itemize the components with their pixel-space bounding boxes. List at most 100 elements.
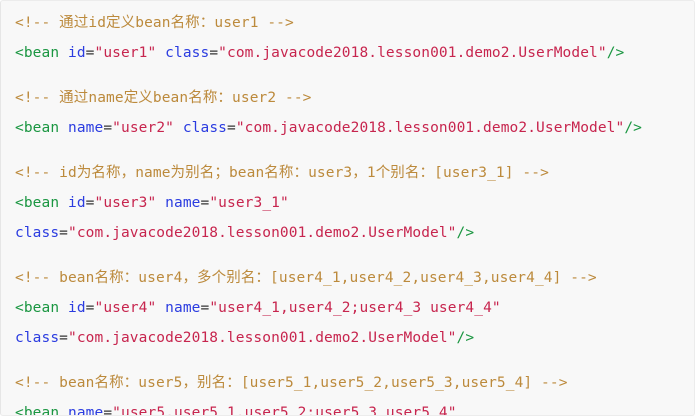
code-token: = bbox=[103, 120, 113, 136]
code-token: bean bbox=[228, 165, 265, 181]
code-token: user5 bbox=[138, 375, 183, 391]
code-token: "user3_1" bbox=[209, 195, 289, 211]
code-token: = bbox=[209, 45, 219, 61]
code-token: user3 bbox=[308, 165, 353, 181]
code-token-cjk: 名称： bbox=[94, 270, 139, 286]
code-token: <bean bbox=[15, 405, 60, 416]
code-token: "user2" bbox=[112, 120, 174, 136]
code-token: id bbox=[88, 15, 107, 31]
code-token: = bbox=[85, 300, 95, 316]
code-token bbox=[59, 405, 68, 415]
code-line: <!-- bean名称：user4，多个别名：[user4_1,user4_2,… bbox=[15, 263, 694, 293]
code-token: <bean bbox=[15, 45, 60, 61]
code-line: <bean id="user3" name="user3_1" bbox=[15, 188, 694, 218]
code-token bbox=[174, 120, 183, 136]
code-token: class bbox=[182, 120, 227, 136]
code-token: <!-- bean bbox=[15, 375, 95, 391]
code-token bbox=[156, 300, 165, 316]
code-token: name bbox=[88, 90, 124, 106]
code-token: "user4_1,user4_2;user4_3 user4_4" bbox=[209, 300, 501, 316]
code-token: [user4_1,user4_2,user4_3,user4_4] --> bbox=[270, 270, 597, 286]
code-token: <!-- bbox=[15, 90, 60, 106]
code-token bbox=[156, 45, 165, 61]
code-token: = bbox=[85, 195, 95, 211]
code-token: user1 --> bbox=[214, 15, 294, 31]
code-line: <bean name="user5,user5_1,user5_2;user5_… bbox=[15, 398, 694, 416]
code-token bbox=[59, 195, 68, 211]
code-token: = bbox=[59, 330, 68, 346]
code-token: [user5_1,user5_2,user5_3,user5_4] --> bbox=[240, 375, 568, 391]
code-token bbox=[59, 120, 68, 136]
code-token: "user4" bbox=[94, 300, 157, 316]
code-token: 1 bbox=[366, 165, 376, 181]
code-token: class bbox=[15, 225, 60, 241]
code-token: bean bbox=[135, 15, 171, 31]
code-token: class bbox=[165, 45, 210, 61]
code-line-blank bbox=[15, 143, 694, 158]
code-token: /> bbox=[456, 225, 475, 241]
code-token: [user3_1] --> bbox=[434, 165, 549, 181]
code-token: /> bbox=[606, 45, 625, 61]
code-token-cjk: ，别名： bbox=[182, 375, 241, 391]
code-token bbox=[156, 195, 165, 211]
code-token: name bbox=[135, 165, 171, 181]
code-token: "user1" bbox=[94, 45, 157, 61]
code-token: <bean bbox=[15, 300, 60, 316]
code-token: id bbox=[68, 300, 86, 316]
code-token: "com.javacode2018.lesson001.demo2.UserMo… bbox=[68, 225, 457, 241]
code-line: <!-- 通过name定义bean名称：user2 --> bbox=[15, 83, 694, 113]
code-token: name bbox=[165, 300, 201, 316]
code-token: "com.javacode2018.lesson001.demo2.UserMo… bbox=[235, 120, 625, 136]
code-token: user4 bbox=[138, 270, 183, 286]
code-token: <!-- bean bbox=[15, 270, 95, 286]
code-line: class="com.javacode2018.lesson001.demo2.… bbox=[15, 323, 694, 353]
code-token: "com.javacode2018.lesson001.demo2.UserMo… bbox=[68, 330, 457, 346]
code-token-cjk: 为名称， bbox=[76, 165, 136, 181]
code-token: = bbox=[59, 225, 68, 241]
code-token: "user5,user5_1,user5_2;user5_3 user5_4" bbox=[112, 405, 457, 416]
code-token-cjk: 定义 bbox=[123, 90, 153, 106]
code-token: <bean bbox=[15, 120, 60, 136]
code-token: <!-- id bbox=[15, 165, 77, 181]
code-token-cjk: 为别名； bbox=[170, 165, 229, 181]
code-token-cjk: 名称： bbox=[264, 165, 309, 181]
code-token: = bbox=[85, 45, 95, 61]
code-line: <bean name="user2" class="com.javacode20… bbox=[15, 113, 694, 143]
code-token: = bbox=[200, 300, 210, 316]
code-token-cjk: 定义 bbox=[106, 15, 136, 31]
code-line-blank bbox=[15, 68, 694, 83]
code-token: = bbox=[226, 120, 236, 136]
code-token: id bbox=[68, 45, 86, 61]
code-token bbox=[59, 45, 68, 61]
code-listing: <!-- 通过id定义bean名称：user1 --><bean id="use… bbox=[15, 8, 694, 416]
code-token: id bbox=[68, 195, 86, 211]
code-token-cjk: 名称： bbox=[170, 15, 215, 31]
code-line: <!-- id为名称，name为别名；bean名称：user3，1个别名：[us… bbox=[15, 158, 694, 188]
code-token: = bbox=[200, 195, 210, 211]
code-token bbox=[59, 300, 68, 316]
code-token-cjk: ，多个别名： bbox=[182, 270, 271, 286]
code-token-cjk: 个别名： bbox=[375, 165, 435, 181]
code-token: class bbox=[15, 330, 60, 346]
code-token: "com.javacode2018.lesson001.demo2.UserMo… bbox=[218, 45, 607, 61]
code-token-cjk: 通过 bbox=[59, 90, 89, 106]
code-token: /> bbox=[624, 120, 643, 136]
code-token: /> bbox=[456, 330, 475, 346]
code-line: <!-- 通过id定义bean名称：user1 --> bbox=[15, 8, 694, 38]
code-token-cjk: ， bbox=[352, 165, 367, 181]
code-token: = bbox=[103, 405, 113, 416]
code-line: class="com.javacode2018.lesson001.demo2.… bbox=[15, 218, 694, 248]
code-token: <bean bbox=[15, 195, 60, 211]
code-line: <!-- bean名称：user5，别名：[user5_1,user5_2,us… bbox=[15, 368, 694, 398]
code-line-blank bbox=[15, 353, 694, 368]
code-token: name bbox=[68, 405, 104, 416]
code-token-cjk: 名称： bbox=[188, 90, 233, 106]
code-token-cjk: 名称： bbox=[94, 375, 139, 391]
code-token: bean bbox=[152, 90, 189, 106]
code-token: name bbox=[68, 120, 104, 136]
code-token: user2 --> bbox=[232, 90, 312, 106]
code-line-blank bbox=[15, 248, 694, 263]
code-token: "user3" bbox=[94, 195, 157, 211]
code-line: <bean id="user4" name="user4_1,user4_2;u… bbox=[15, 293, 694, 323]
